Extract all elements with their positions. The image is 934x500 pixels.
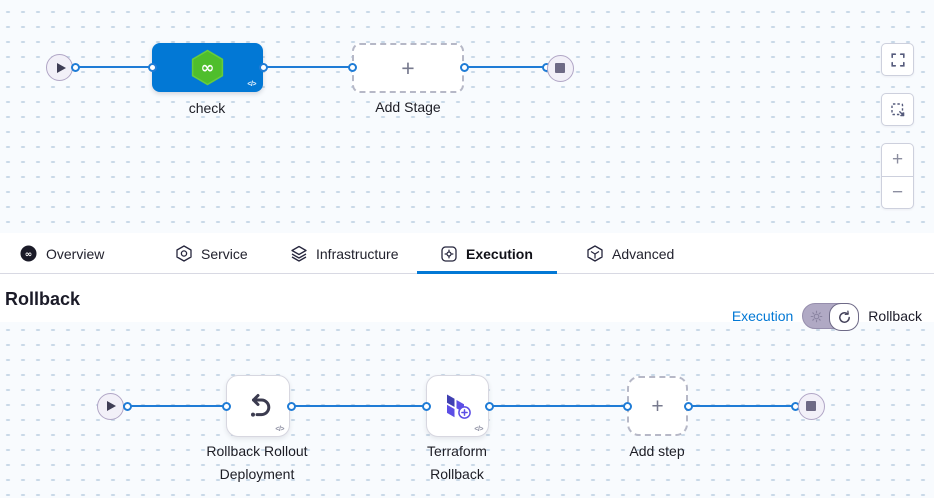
service-icon <box>176 245 192 262</box>
pipeline-tabbar: ∞ Overview Service Infrastr <box>0 233 934 274</box>
tab-label: Service <box>201 245 248 262</box>
fullscreen-button[interactable] <box>881 43 914 76</box>
play-icon <box>56 62 66 73</box>
yaml-code-icon[interactable]: </> <box>275 426 284 433</box>
active-tab-underline <box>417 271 557 274</box>
connection-port[interactable] <box>122 401 132 411</box>
tab-execution[interactable]: Execution <box>441 233 533 274</box>
pipeline-end-node <box>546 54 574 82</box>
connection-port[interactable] <box>286 401 296 411</box>
rollback-start-node <box>96 392 124 420</box>
pipeline-start-node <box>46 54 73 81</box>
connection-port[interactable] <box>459 62 469 72</box>
add-step-label: Add step <box>629 443 685 459</box>
connection-port[interactable] <box>484 401 494 411</box>
infrastructure-icon <box>291 245 307 262</box>
connection-port[interactable] <box>683 401 693 411</box>
zoom-in-button[interactable]: + <box>891 149 904 171</box>
connector-line <box>688 405 795 407</box>
connector-line <box>488 405 627 407</box>
tab-service[interactable]: Service <box>176 233 248 274</box>
rollback-arrow-icon <box>838 310 850 323</box>
harness-cd-icon: ∞ <box>190 49 225 86</box>
tab-label: Infrastructure <box>316 245 399 262</box>
tab-overview[interactable]: ∞ Overview <box>20 233 104 274</box>
plus-icon: + <box>651 394 664 418</box>
stop-icon <box>555 63 565 73</box>
tab-label: Overview <box>46 245 105 262</box>
rollback-view-label: Rollback <box>868 308 922 324</box>
add-stage-label: Add Stage <box>375 99 441 115</box>
connector-line <box>464 66 546 68</box>
execution-rollback-switch-row: Execution Rollback <box>731 303 922 331</box>
step-label-line2: Deployment <box>219 466 295 482</box>
connection-port[interactable] <box>147 62 157 72</box>
rollback-step-icon <box>243 391 273 421</box>
connection-port[interactable] <box>347 62 357 72</box>
stage-canvas[interactable]: ∞ </> check + Add Stage <box>0 0 934 233</box>
tab-label: Advanced <box>612 245 675 262</box>
add-stage-button[interactable]: + <box>352 43 464 93</box>
marquee-select-button[interactable] <box>881 93 914 126</box>
tab-label: Execution <box>466 245 533 262</box>
rollback-toggle[interactable] <box>802 303 860 331</box>
plus-icon: + <box>401 54 415 81</box>
yaml-code-icon[interactable]: </> <box>247 81 256 88</box>
overview-icon: ∞ <box>20 245 37 262</box>
execution-view-link[interactable]: Execution <box>731 308 794 324</box>
add-step-button[interactable]: + <box>627 376 688 436</box>
marquee-select-icon <box>889 101 907 119</box>
zoom-out-button[interactable]: − <box>882 175 913 209</box>
step-label-line1: Rollback Rollout <box>206 443 308 459</box>
connector-line <box>123 405 227 407</box>
play-icon <box>107 401 116 411</box>
rollback-end-node <box>797 392 825 420</box>
rollback-steps-canvas[interactable]: </> Rollback Rollout Deployment </> Terr… <box>0 322 934 498</box>
section-title: Rollback <box>5 289 81 309</box>
rollback-section-header: Rollback <box>0 275 934 322</box>
toggle-knob[interactable] <box>829 303 860 331</box>
step-label-line2: Rollback <box>430 466 484 482</box>
connection-port[interactable] <box>421 401 431 411</box>
connector-line <box>263 66 352 68</box>
svg-text:∞: ∞ <box>25 250 33 260</box>
stage-label: check <box>188 100 226 116</box>
connector-line <box>75 66 152 68</box>
connection-port[interactable] <box>622 401 632 411</box>
tab-infrastructure[interactable]: Infrastructure <box>291 233 398 274</box>
connection-port[interactable] <box>221 401 231 411</box>
connection-port[interactable] <box>258 62 268 72</box>
step-terraform-rollback[interactable]: </> <box>426 375 489 437</box>
stage-check[interactable]: ∞ </> <box>152 43 263 92</box>
advanced-icon <box>587 245 603 262</box>
execution-gear-icon <box>810 310 823 323</box>
zoom-controls: + − <box>881 143 914 209</box>
connection-port[interactable] <box>70 62 80 72</box>
tab-advanced[interactable]: Advanced <box>587 233 674 274</box>
terraform-icon <box>443 391 473 421</box>
fullscreen-icon <box>889 51 907 69</box>
yaml-code-icon[interactable]: </> <box>474 426 483 433</box>
step-rollback-rollout-deployment[interactable]: </> <box>226 375 290 437</box>
connector-line <box>290 405 427 407</box>
svg-text:∞: ∞ <box>201 58 215 77</box>
execution-icon <box>441 245 457 262</box>
step-label-line1: Terraform <box>427 443 487 459</box>
stop-icon <box>806 401 816 411</box>
